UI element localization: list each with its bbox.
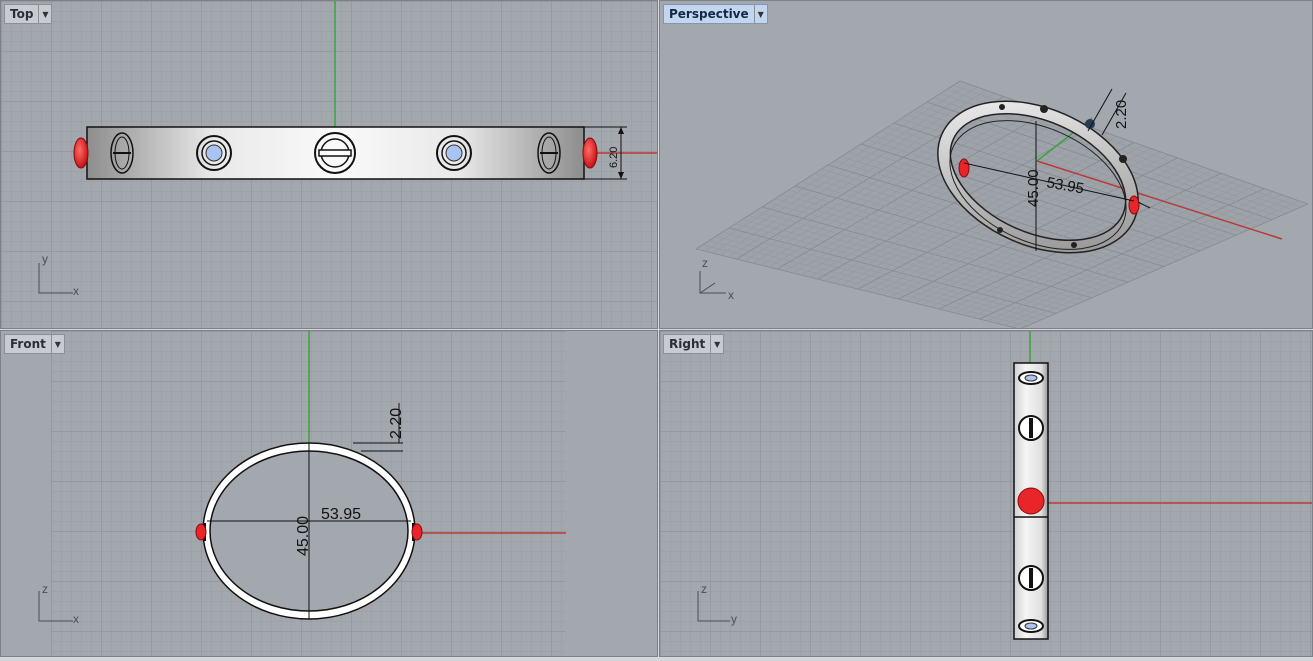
dimension-lines[interactable]: 53.95 45.00 2.20 (207, 403, 411, 619)
viewport-tab-right[interactable]: Right ▼ (663, 334, 725, 354)
svg-text:x: x (73, 612, 79, 626)
viewport-tab-front[interactable]: Front ▼ (4, 334, 65, 354)
bangle-side-view[interactable] (1013, 362, 1049, 640)
viewport-right[interactable]: Right ▼ (659, 330, 1313, 657)
axis-gizmo: z x (38, 582, 79, 626)
top-view-canvas[interactable]: 6.20 y x (1, 1, 658, 329)
red-gem (195, 523, 207, 541)
red-gem (1017, 487, 1045, 515)
right-view-canvas[interactable]: z y (660, 331, 1313, 657)
dimension-lines[interactable]: 53.95 45.00 2.20 (963, 88, 1151, 251)
red-gem (411, 523, 423, 541)
dimension-height[interactable]: 6.20 (584, 126, 627, 180)
perspective-grid (695, 80, 1309, 328)
viewport-label: Right (669, 337, 706, 351)
svg-text:x: x (73, 284, 79, 298)
viewport-perspective[interactable]: Perspective ▼ (659, 0, 1313, 329)
svg-text:z: z (42, 582, 48, 596)
viewport-label: Front (10, 337, 46, 351)
axis-gizmo: z y (697, 582, 737, 626)
screw-motif (110, 132, 134, 174)
svg-text:z: z (701, 582, 707, 596)
red-gem (958, 158, 970, 178)
status-strip (0, 657, 1313, 661)
dimension-width: 53.95 (1045, 174, 1085, 197)
viewport-top[interactable]: Top ▼ (0, 0, 658, 329)
front-view-canvas[interactable]: 53.95 45.00 2.20 z x (1, 331, 658, 657)
svg-text:y: y (42, 252, 48, 266)
perspective-view-canvas[interactable]: 53.95 45.00 2.20 z x (660, 1, 1313, 329)
svg-text:y: y (731, 612, 737, 626)
screw-motif (537, 132, 561, 174)
red-gem (73, 137, 89, 169)
screw-motif (314, 132, 356, 174)
grid (660, 331, 1312, 656)
viewport-tab-top[interactable]: Top ▼ (4, 4, 53, 24)
svg-text:x: x (728, 288, 734, 302)
dimension-height: 45.00 (295, 516, 312, 556)
screw-motif (1018, 619, 1044, 633)
viewport-label: Top (10, 7, 34, 21)
screw-motif (436, 135, 472, 171)
svg-text:z: z (702, 256, 708, 270)
screw-motif (1018, 565, 1044, 591)
viewport-front[interactable]: Front ▼ 53.9 (0, 330, 658, 657)
red-gem (1128, 195, 1140, 215)
dimension-width: 53.95 (321, 506, 361, 523)
dimension-thickness: 2.20 (388, 408, 405, 439)
screw-motif (1018, 415, 1044, 441)
chevron-down-icon[interactable]: ▼ (710, 335, 723, 353)
dimension-thickness: 2.20 (1113, 100, 1130, 129)
axis-gizmo: y x (38, 252, 79, 298)
viewport-label: Perspective (669, 7, 749, 21)
chevron-down-icon[interactable]: ▼ (753, 5, 767, 23)
screw-motif (1018, 371, 1044, 385)
screw-motif (196, 135, 232, 171)
x-axis-line (1036, 160, 1283, 240)
bangle-top-view[interactable] (73, 126, 598, 180)
dimension-label: 6.20 (608, 147, 620, 168)
viewport-tab-perspective[interactable]: Perspective ▼ (663, 4, 768, 24)
chevron-down-icon[interactable]: ▼ (50, 335, 64, 353)
red-gem (582, 137, 598, 169)
axis-gizmo: z x (699, 256, 734, 302)
dimension-height: 45.00 (1025, 169, 1042, 207)
chevron-down-icon[interactable]: ▼ (38, 5, 51, 23)
